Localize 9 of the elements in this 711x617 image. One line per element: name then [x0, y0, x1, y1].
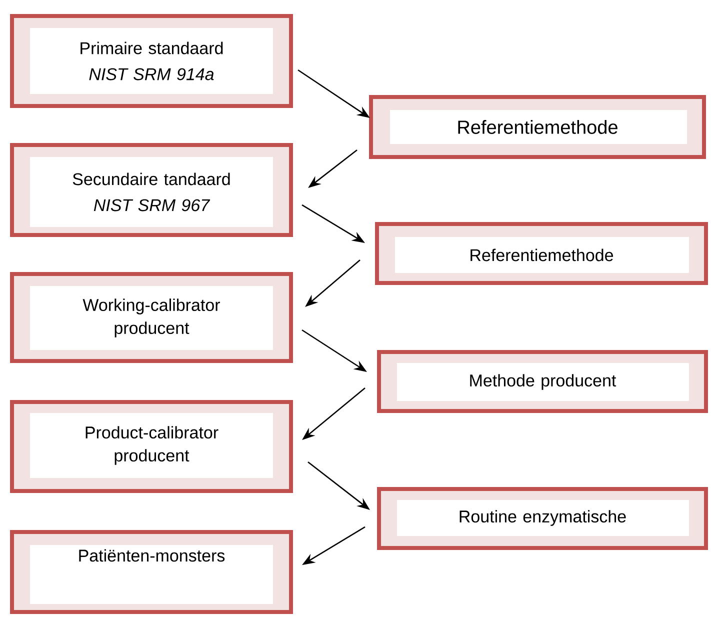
process-box: Referentiemethode: [369, 94, 706, 159]
process-box: Methode producent: [377, 350, 708, 413]
process-box: Primaire standaard NIST SRM 914a: [10, 14, 293, 108]
process-box: Patiënten-monsters: [10, 530, 293, 614]
process-box: Working-calibrator producent: [10, 272, 293, 363]
process-box: Routine enzymatische: [377, 486, 708, 550]
process-box: Secundaire tandaard NIST SRM 967: [10, 143, 293, 237]
process-box: Referentiemethode: [375, 222, 708, 285]
process-box: Product-calibrator producent: [10, 400, 293, 493]
